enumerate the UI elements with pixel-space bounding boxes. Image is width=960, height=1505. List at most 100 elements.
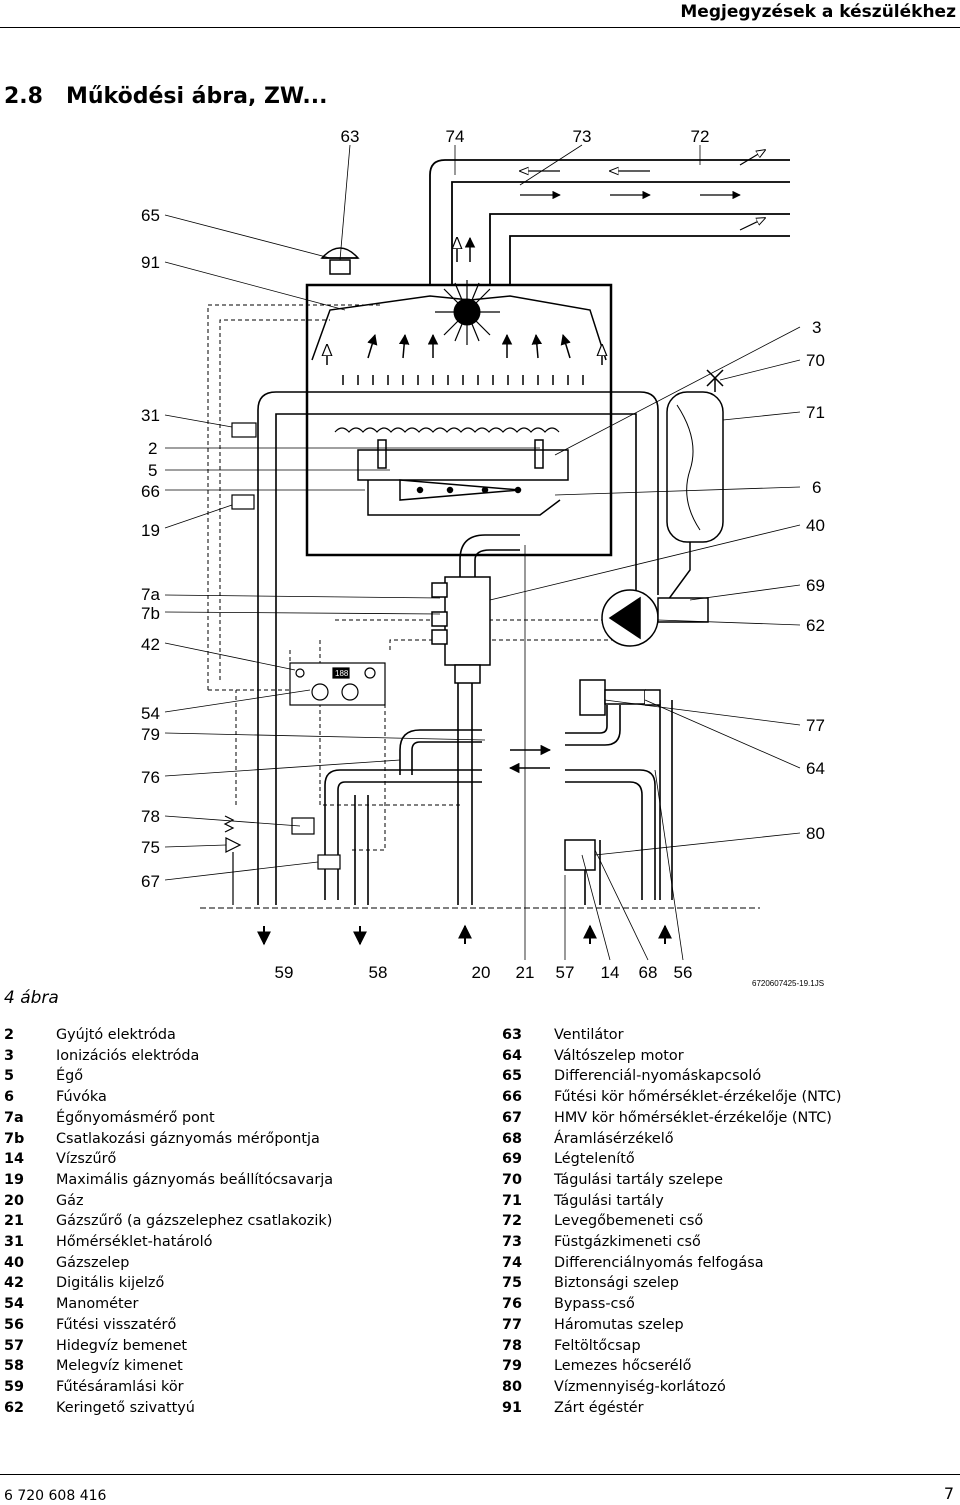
flue-duct-outer — [429, 159, 790, 285]
label-66: 66 — [141, 482, 160, 501]
circulation-pump — [601, 589, 709, 647]
legend-text: Fűtési kör hőmérséklet-érzékelője (NTC) — [554, 1089, 842, 1106]
legend-key: 58 — [4, 1358, 25, 1375]
legend-text: Égő — [56, 1068, 84, 1085]
legend-key: 31 — [4, 1234, 25, 1251]
label-40: 40 — [806, 516, 825, 535]
temperature-limiter — [231, 422, 257, 438]
label-80: 80 — [806, 824, 825, 843]
legend-text: Ventilátor — [554, 1027, 624, 1043]
legend-key: 6 — [4, 1089, 15, 1106]
label-78: 78 — [141, 807, 160, 826]
legend-text: Gázszelep — [56, 1254, 130, 1271]
label-7b: 7b — [141, 604, 160, 623]
label-7a: 7a — [141, 585, 160, 604]
safety-valve — [223, 815, 242, 905]
label-72: 72 — [691, 127, 710, 146]
label-63: 63 — [341, 127, 360, 146]
gas-valve — [431, 576, 491, 684]
flames — [334, 427, 560, 433]
legend-item: 56 Fűtési visszatérő — [4, 1315, 333, 1336]
label-54: 54 — [141, 704, 160, 723]
plate-heat-exchanger — [508, 744, 552, 774]
legend-key: 63 — [502, 1027, 523, 1043]
legend-text: Háromutas szelep — [554, 1316, 684, 1333]
legend-key: 75 — [502, 1275, 523, 1292]
legend-text: Digitális kijelző — [56, 1275, 165, 1292]
figure-code: 6720607425-19.1JS — [752, 979, 824, 988]
burner — [357, 439, 569, 516]
label-58: 58 — [369, 963, 388, 982]
label-77: 77 — [806, 716, 825, 735]
legend-text: Fűtésáramlási kör — [56, 1378, 184, 1395]
legend-key: 91 — [502, 1399, 523, 1416]
section-title-text: Működési ábra, ZW... — [66, 84, 328, 109]
differential-pressure-switch — [320, 247, 360, 275]
footer-rule — [0, 1474, 960, 1475]
legend-text: Differenciálnyomás felfogása — [554, 1254, 764, 1271]
legend-key: 3 — [4, 1047, 15, 1064]
legend-text: Zárt égéstér — [554, 1399, 644, 1416]
legend-text: Vízszűrő — [56, 1151, 117, 1168]
legend-text: Biztonsági szelep — [554, 1275, 679, 1292]
label-68: 68 — [639, 963, 658, 982]
legend-text: Gyújtó elektróda — [56, 1027, 176, 1043]
legend-text: Fűtési visszatérő — [56, 1316, 177, 1333]
legend-item: 2 Gyújtó elektróda — [4, 1025, 333, 1046]
connection-arrows — [257, 924, 672, 946]
leader-lines — [164, 144, 801, 961]
control-panel-display: 188 — [335, 669, 349, 678]
legend-text: Hidegvíz bemenet — [56, 1337, 188, 1354]
doc-number: 6 720 608 416 — [4, 1488, 107, 1504]
label-71: 71 — [806, 403, 825, 422]
label-62: 62 — [806, 616, 825, 635]
legend-key: 56 — [4, 1316, 25, 1333]
top-labels: 63 74 73 72 — [341, 127, 710, 146]
legend-text: Keringető szivattyú — [56, 1399, 195, 1416]
label-20: 20 — [472, 963, 491, 982]
legend-key: 72 — [502, 1213, 523, 1230]
legend-text: Vízmennyiség-korlátozó — [554, 1378, 726, 1395]
legend-key: 19 — [4, 1171, 25, 1188]
label-6: 6 — [812, 478, 821, 497]
legend-text: Manométer — [56, 1296, 139, 1313]
legend-key: 79 — [502, 1358, 523, 1375]
legend-key: 14 — [4, 1151, 25, 1168]
legend-text: Áramlásérzékelő — [554, 1130, 674, 1147]
legend-item: 63 Ventilátor — [502, 1025, 841, 1046]
legend-text: Váltószelep motor — [554, 1047, 684, 1064]
legend-key: 65 — [502, 1068, 523, 1085]
control-panel — [289, 662, 386, 706]
legend-key: 66 — [502, 1089, 523, 1106]
legend-key: 62 — [4, 1399, 25, 1416]
legend-key: 69 — [502, 1151, 523, 1168]
legend-text: Bypass-cső — [554, 1296, 635, 1313]
legend-key: 76 — [502, 1296, 523, 1313]
legend-text: Feltöltőcsap — [554, 1337, 641, 1354]
label-2: 2 — [148, 439, 157, 458]
fan-up-arrows — [327, 238, 602, 365]
ntc-sensor-dhw — [317, 854, 341, 870]
legend-key: 21 — [4, 1213, 25, 1230]
legend-key: 2 — [4, 1027, 15, 1043]
legend-item: 62 Keringető szivattyú — [4, 1398, 333, 1419]
label-19: 19 — [141, 521, 160, 540]
ntc-sensor-heating — [231, 494, 255, 510]
legend-item: 75 Biztonsági szelep — [502, 1273, 841, 1294]
